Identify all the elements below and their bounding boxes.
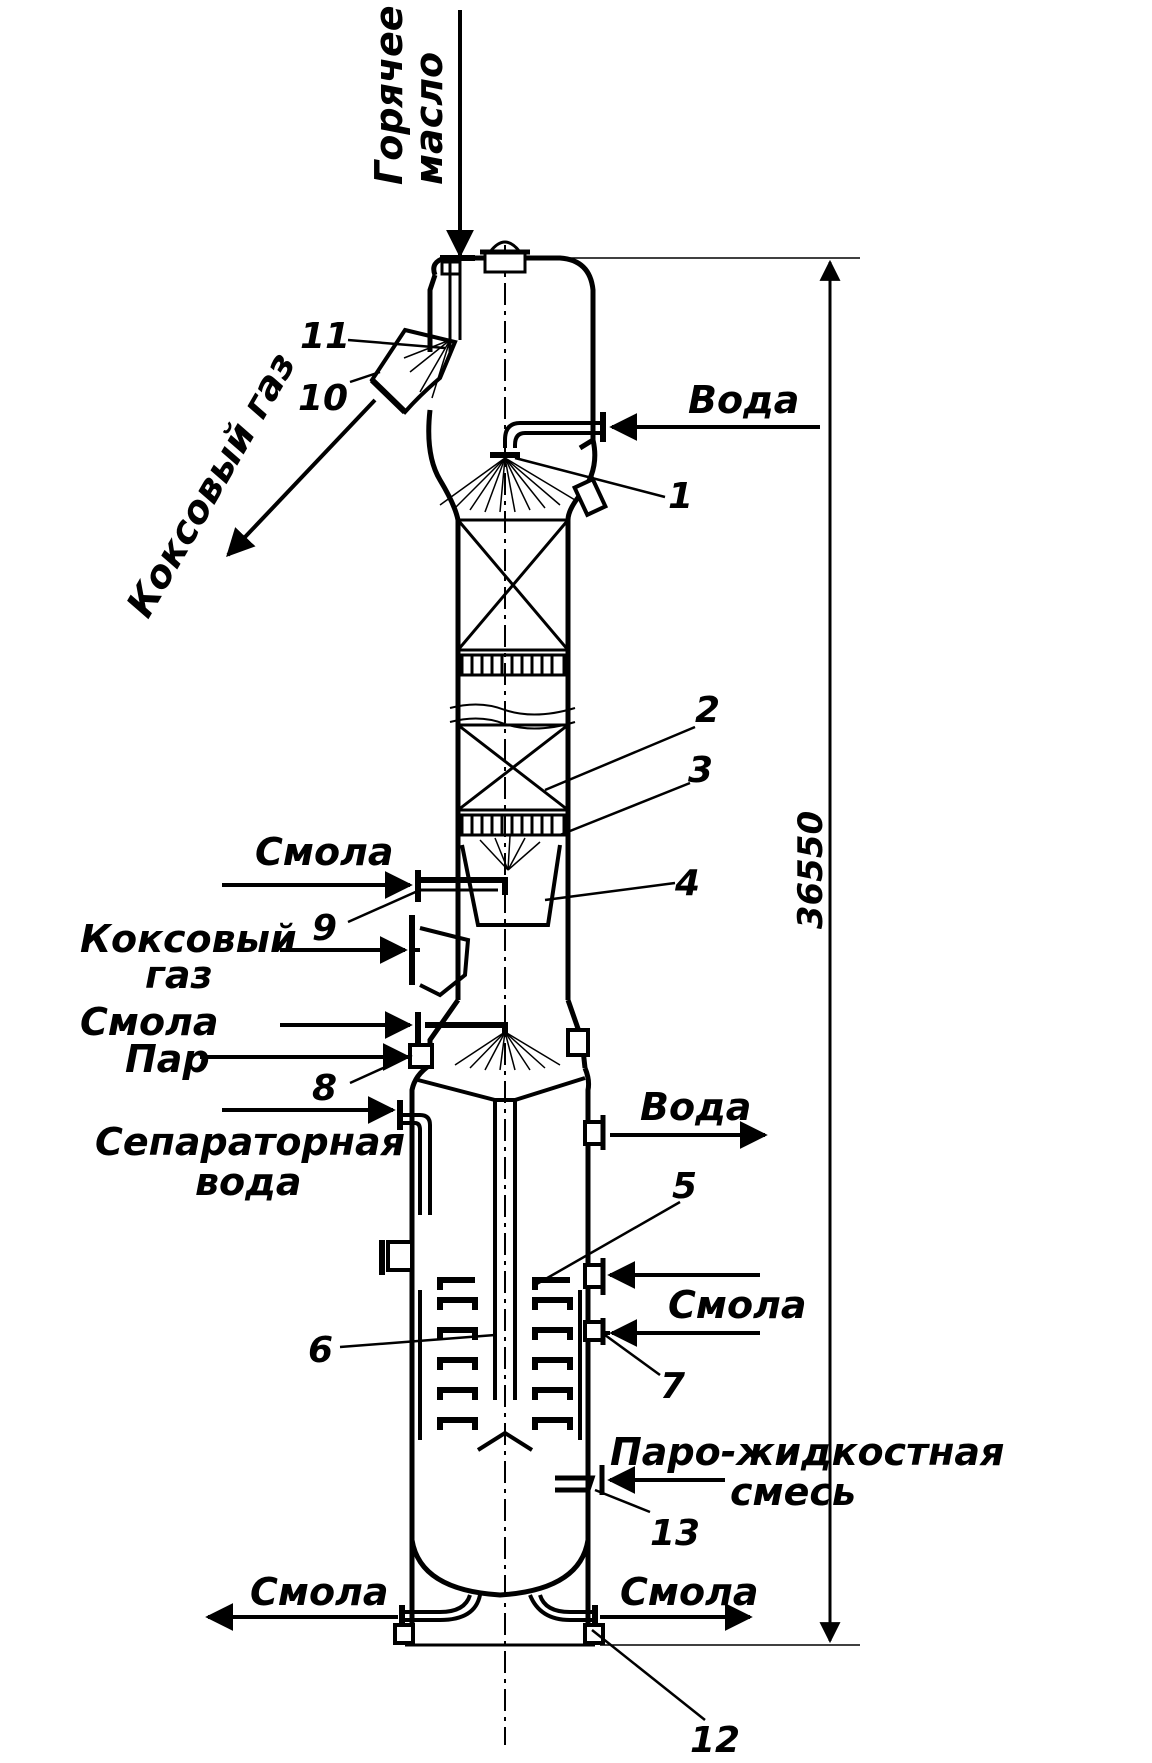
label-tar-side: Смола (668, 1283, 807, 1327)
top-spray-cone (439, 457, 576, 513)
label-vapor-liquid-2: смесь (730, 1470, 856, 1514)
flow-arrows (200, 10, 820, 1631)
callout-numbers: 1 2 3 4 5 6 7 8 9 10 11 12 13 (298, 316, 740, 1761)
top-water-sprayer (490, 412, 606, 458)
gas-outlet-nozzle (369, 327, 458, 415)
label-water-in: Вода (688, 378, 799, 422)
callout-1: 1 (668, 476, 693, 517)
coke-gas-inlet-nozzle (409, 915, 471, 998)
label-tar-out-left: Смола (250, 1570, 389, 1614)
leader-lines (339, 338, 706, 1721)
separator-baffles (418, 1277, 582, 1440)
coke-gas-out-arrow (226, 398, 377, 558)
label-separator-water-1: Сепараторная (95, 1120, 405, 1164)
label-tar-top: Смола (255, 830, 394, 874)
side-sight-glass-upper (571, 476, 609, 518)
callout-10: 10 (298, 378, 348, 419)
callout-2: 2 (695, 690, 720, 731)
lower-spray-cone (454, 1031, 561, 1071)
callout-12: 12 (690, 1720, 740, 1761)
label-vapor-liquid-1: Паро-жидкостная (610, 1430, 1004, 1474)
collecting-funnel (415, 844, 562, 927)
height-dimension-line (540, 257, 860, 1646)
side-fittings (379, 1115, 610, 1345)
mid-spray-cone (479, 835, 541, 871)
callout-7: 7 (660, 1366, 685, 1407)
callout-6: 6 (308, 1330, 333, 1371)
callout-4: 4 (674, 863, 700, 904)
callout-5: 5 (672, 1166, 697, 1207)
separator-water-pipe (397, 1100, 432, 1215)
vapor-liquid-inlet (555, 1465, 605, 1495)
label-water-out: Вода (640, 1085, 751, 1129)
packing-section-upper (456, 518, 570, 677)
callout-8: 8 (312, 1068, 337, 1109)
top-manhole (480, 240, 530, 274)
callout-13: 13 (650, 1513, 700, 1554)
label-coke-gas-in-2: газ (145, 953, 213, 997)
label-hot-oil-1: Горячее (367, 5, 411, 185)
packing-section-lower (456, 723, 570, 837)
lower-tar-sprayer (408, 1012, 590, 1069)
height-dimension: 36550 (791, 811, 831, 929)
label-tar-out-right: Смола (620, 1570, 759, 1614)
label-coke-gas-in-1: Коксовый (80, 917, 297, 961)
label-hot-oil-2: масло (407, 52, 451, 185)
label-separator-water-2: вода (195, 1160, 302, 1204)
bottom-outlets (393, 1594, 605, 1645)
callout-9: 9 (312, 908, 337, 949)
callout-11: 11 (300, 316, 350, 357)
callout-3: 3 (688, 750, 713, 791)
label-tar-mid: Смола (80, 1000, 219, 1044)
label-steam: Пар (125, 1037, 210, 1081)
downcomer-pipe (417, 1076, 586, 1452)
label-coke-gas-out: Коксовый газ (118, 345, 305, 625)
